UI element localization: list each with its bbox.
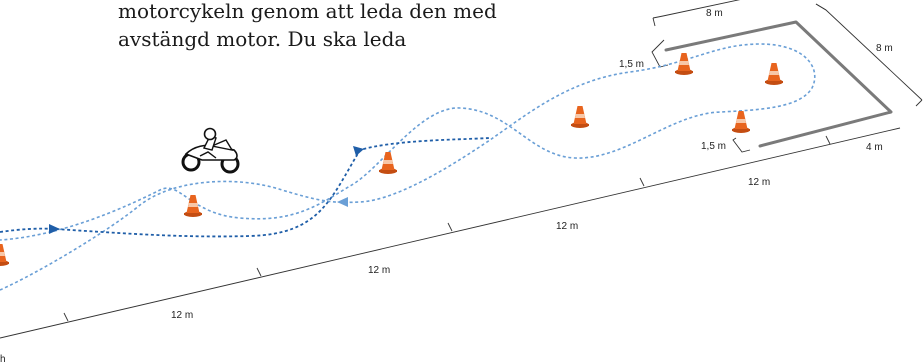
label-right-depth: 8 m <box>876 43 893 54</box>
traffic-cone-icon <box>0 244 9 266</box>
traffic-cone-icon <box>379 152 397 174</box>
arrow-right-icon <box>49 224 60 234</box>
return-path <box>0 43 816 291</box>
label-right-width: 4 m <box>866 142 883 153</box>
intro-line-1: motorcykeln genom att leda den med <box>118 0 497 23</box>
direction-arrows <box>49 146 364 234</box>
motorcycle-rider-icon <box>181 127 240 174</box>
arrow-up-icon <box>353 146 364 156</box>
traffic-cone-icon <box>571 106 589 128</box>
intro-line-2: avstängd motor. Du ska leda <box>118 27 407 51</box>
traffic-cone-icon <box>732 111 750 133</box>
dimension-lines <box>0 0 923 339</box>
label-segment-2: 12 m <box>368 265 390 276</box>
label-segment-4: 12 m <box>748 177 770 188</box>
arrow-left-icon <box>337 197 348 207</box>
intro-text: motorcykeln genom att leda den med avstä… <box>118 0 497 53</box>
label-segment-3: 12 m <box>556 221 578 232</box>
label-top-offset: 1,5 m <box>619 59 644 70</box>
forward-path <box>0 137 491 238</box>
traffic-cone-icon <box>675 53 693 75</box>
cones <box>0 53 783 266</box>
label-corner-mark: h <box>0 354 6 363</box>
label-top-width: 8 m <box>706 8 723 19</box>
traffic-cone-icon <box>765 63 783 85</box>
label-bottom-offset: 1,5 m <box>701 141 726 152</box>
course-boundary <box>664 20 893 148</box>
label-segment-1: 12 m <box>171 310 193 321</box>
